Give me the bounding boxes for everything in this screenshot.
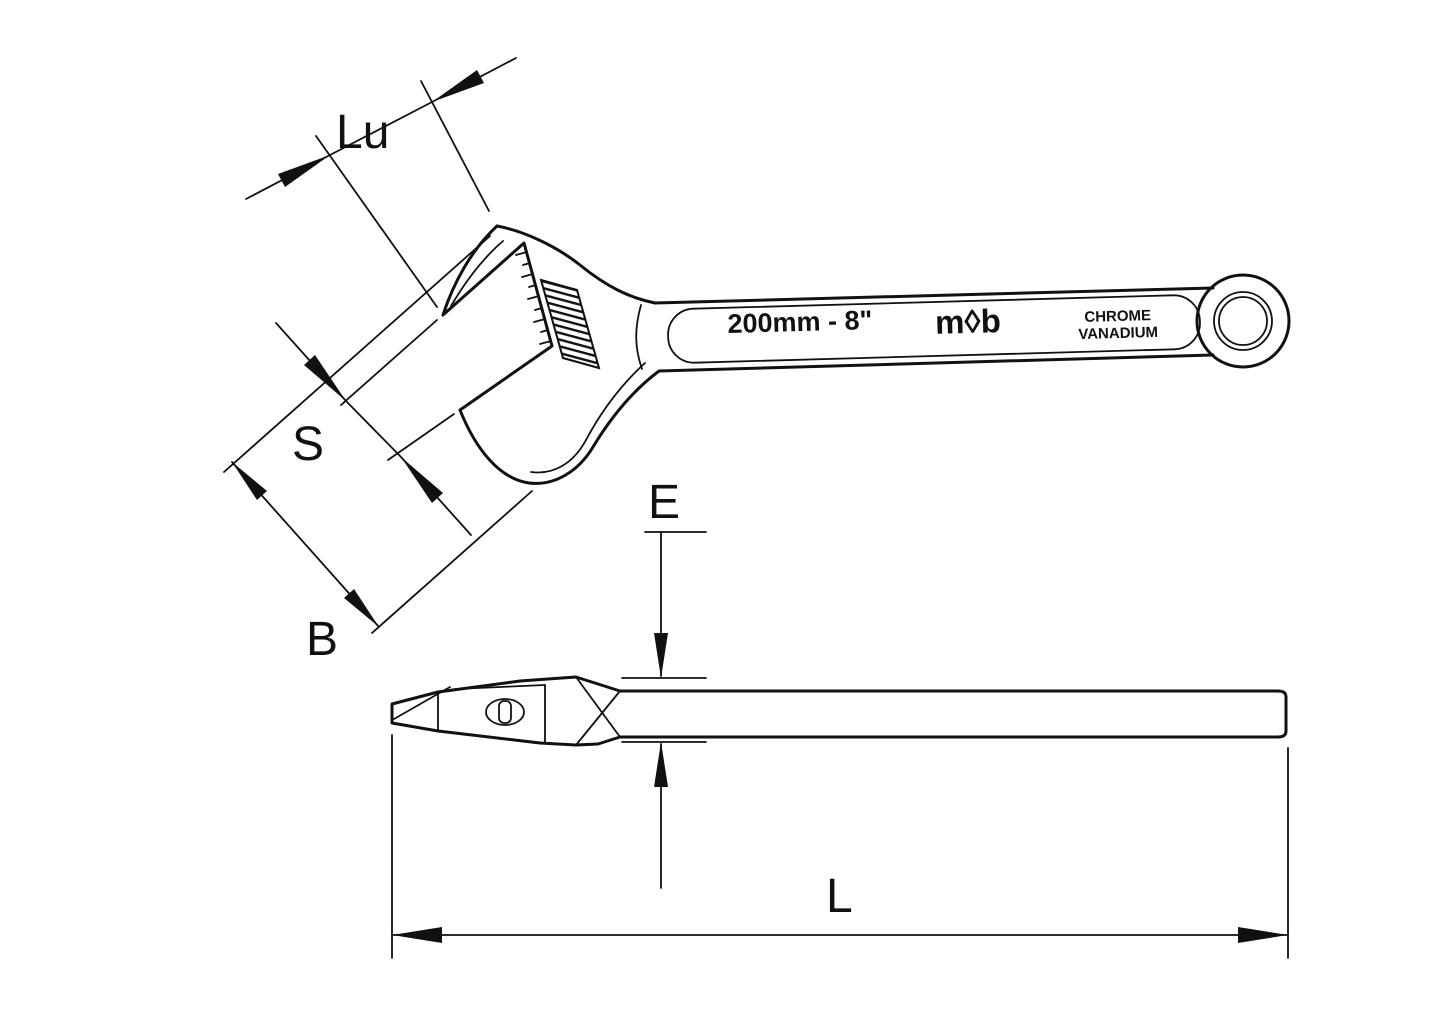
brand-logo: m◊b — [934, 302, 1001, 341]
wrench-side-view — [390, 675, 1288, 747]
side-neck-taper-lines — [575, 676, 621, 746]
s-extension-line-1 — [340, 319, 438, 406]
b-label: B — [306, 613, 338, 666]
lu-extension-line-1 — [420, 80, 490, 212]
material-marking-line2: VANADIUM — [1078, 324, 1158, 343]
lu-extension-line-2 — [315, 135, 438, 308]
side-worm-slot — [498, 700, 512, 724]
b-arrowhead-1 — [232, 462, 267, 500]
l-arrowhead-left — [392, 927, 442, 943]
side-profile-outline — [390, 675, 1288, 747]
wrench-head-top-outline — [495, 224, 1215, 305]
e-arrowhead-bottom — [654, 742, 668, 787]
handle-panel — [667, 294, 1201, 364]
s-arrowhead-1 — [304, 355, 346, 401]
worm-screw-knurl — [539, 278, 601, 370]
l-arrowhead-right — [1238, 927, 1288, 943]
side-jaw-step-line — [454, 684, 546, 690]
b-extension-line-1 — [223, 235, 491, 473]
wrench-jaw-mouth — [441, 224, 554, 412]
handle-ring-hole — [1218, 296, 1268, 346]
lu-arrowhead-1 — [432, 70, 484, 102]
dimension-lu: Lu — [245, 57, 517, 308]
lu-label: Lu — [336, 106, 389, 159]
s-arrowhead-2 — [401, 457, 443, 503]
jaw-scale-ticks — [515, 251, 552, 345]
b-extension-line-2 — [371, 490, 533, 634]
beak-inner-line — [450, 240, 504, 307]
lu-arrowhead-2 — [278, 155, 330, 187]
side-nose-line — [393, 686, 451, 720]
material-marking-line1: CHROME — [1084, 307, 1151, 326]
s-dimension-line — [345, 400, 402, 458]
e-arrowhead-top — [654, 633, 668, 678]
s-label: S — [292, 418, 324, 471]
size-marking: 200mm - 8" — [727, 305, 873, 339]
dimension-l: L — [391, 734, 1289, 959]
dimension-b: B — [223, 235, 533, 666]
wrench-bottom-outline — [458, 353, 1215, 485]
l-label: L — [826, 870, 853, 923]
head-inner-line — [530, 362, 646, 474]
dimension-s: S — [275, 319, 472, 536]
e-label: E — [648, 476, 680, 529]
handle-ring-outer — [1195, 273, 1291, 369]
neck-line — [635, 304, 643, 370]
dimension-e: E — [621, 476, 707, 889]
s-extension-line-2 — [387, 413, 455, 461]
wrench-top-view: 200mm - 8" m◊b CHROME VANADIUM — [441, 224, 1291, 485]
handle-ring-boss — [1213, 291, 1273, 351]
side-worm-screw — [485, 698, 525, 726]
lu-dimension-line — [329, 101, 433, 156]
b-arrowhead-2 — [344, 589, 379, 627]
